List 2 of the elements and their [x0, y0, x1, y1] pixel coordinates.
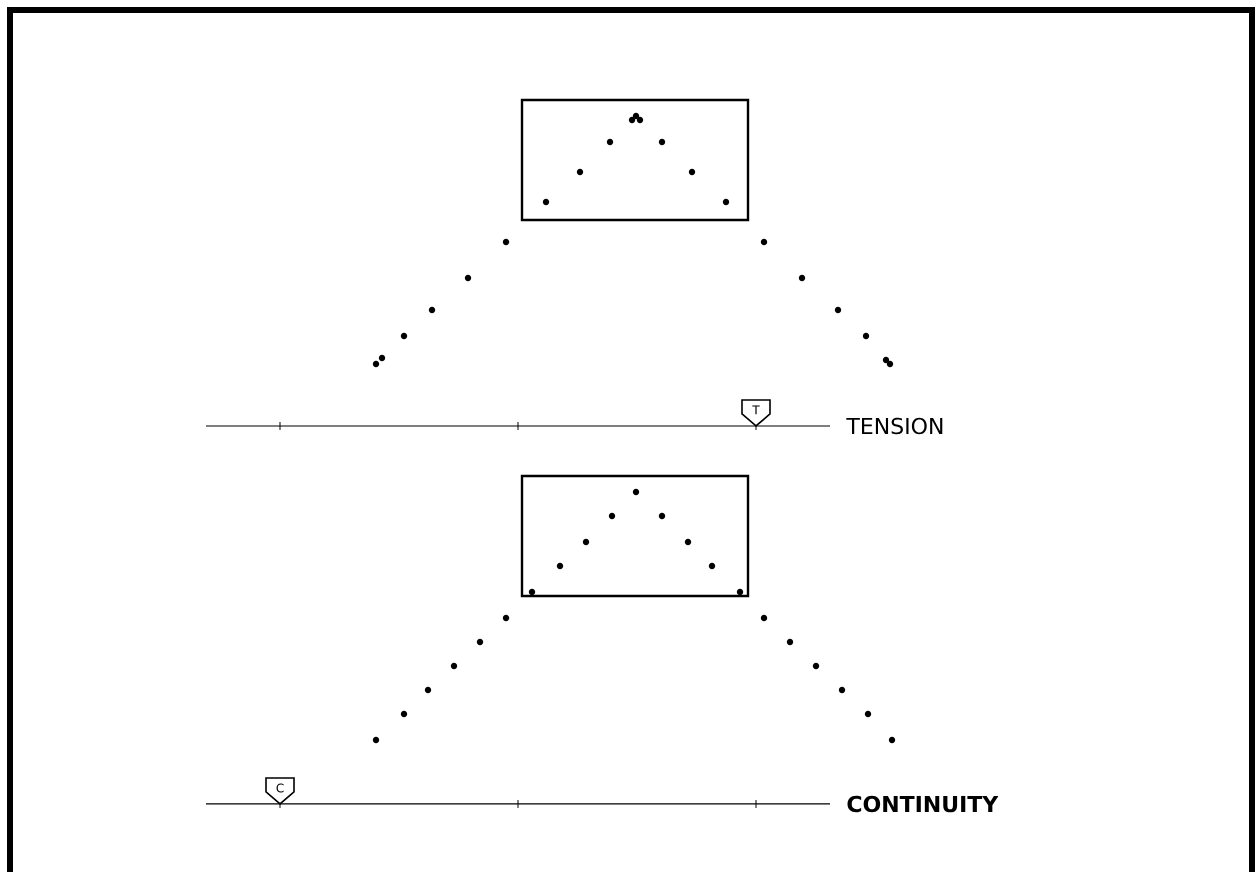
scale-label: TENSION: [846, 417, 943, 435]
scale-label: CONTINUITY: [847, 795, 999, 813]
